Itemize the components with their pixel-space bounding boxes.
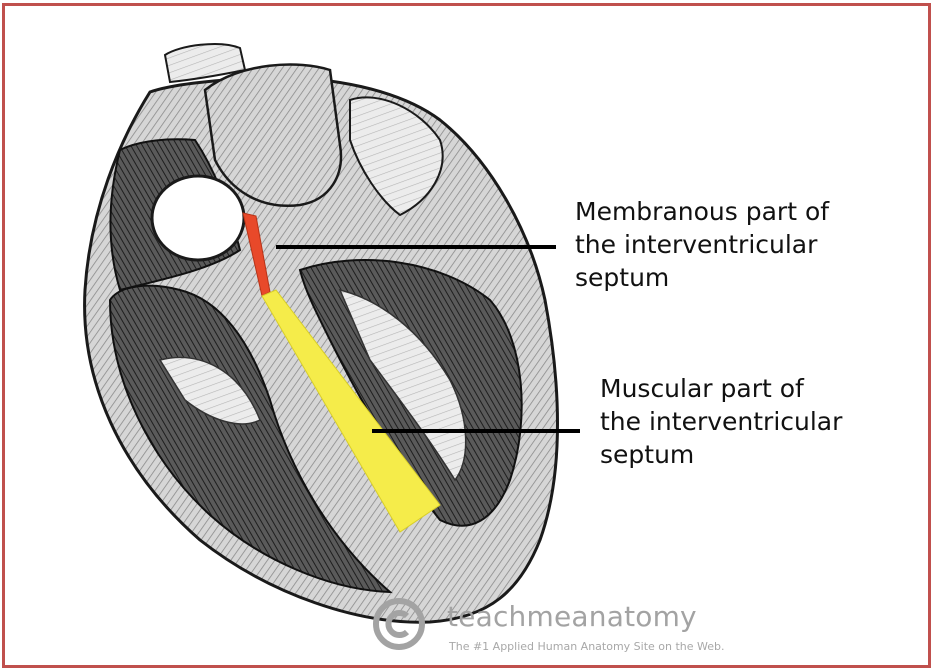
- membranous-label-line-2: the interventricular: [575, 228, 829, 261]
- vessel-opening: [152, 176, 244, 260]
- muscular-label-line-2: the interventricular: [600, 405, 842, 438]
- membranous-label-line-1: Membranous part of: [575, 195, 829, 228]
- membranous-label-line-3: septum: [575, 261, 829, 294]
- watermark-name: teachmeanatomy: [447, 600, 697, 633]
- muscular-label-line-1: Muscular part of: [600, 372, 842, 405]
- membranous-septum-label: Membranous part of the interventricular …: [575, 195, 829, 294]
- copyright-icon: [372, 597, 426, 651]
- muscular-septum-label: Muscular part of the interventricular se…: [600, 372, 842, 471]
- muscular-label-line-3: septum: [600, 438, 842, 471]
- watermark-tagline: The #1 Applied Human Anatomy Site on the…: [449, 640, 725, 653]
